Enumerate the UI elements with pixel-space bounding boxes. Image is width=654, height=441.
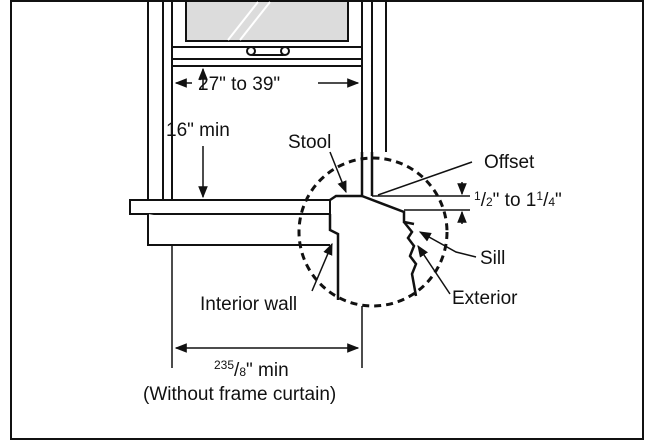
depth-numerator: 5 (227, 358, 234, 372)
offset-range-end: " (555, 190, 562, 211)
depth-min-label: 235/8" min (214, 358, 289, 381)
sill-label: Sill (480, 248, 505, 269)
offset-a-denominator: 2 (486, 195, 493, 209)
depth-note-label: (Without frame curtain) (143, 384, 336, 405)
offset-b-denominator: 4 (548, 195, 555, 209)
stool-label: Stool (288, 132, 331, 153)
width-range-label: 27" to 39" (198, 74, 280, 95)
depth-dimension (171, 245, 363, 368)
exterior-leader (417, 245, 451, 295)
exterior-label: Exterior (452, 288, 518, 309)
offset-indicator (372, 161, 473, 224)
offset-mid-text: " to 1 (493, 190, 537, 211)
sash-lift-handle (246, 46, 290, 56)
depth-denominator: 8 (239, 365, 246, 379)
window-glass (185, 0, 349, 42)
offset-a-numerator: 1 (474, 189, 481, 203)
interior-wall-leader (311, 242, 333, 292)
glass-reflection (227, 1, 271, 41)
offset-range-label: 1/2" to 11/4" (474, 189, 562, 211)
depth-whole: 23 (214, 358, 228, 372)
section-detail (328, 152, 418, 300)
stool-leader (329, 151, 347, 194)
interior-wall-label: Interior wall (200, 294, 297, 315)
window-unit (147, 1, 387, 200)
depth-suffix: " min (246, 360, 289, 381)
height-min-label: 16" min (166, 120, 230, 141)
sill-leader (418, 231, 477, 258)
offset-b-numerator: 1 (536, 189, 543, 203)
offset-label: Offset (484, 152, 535, 173)
